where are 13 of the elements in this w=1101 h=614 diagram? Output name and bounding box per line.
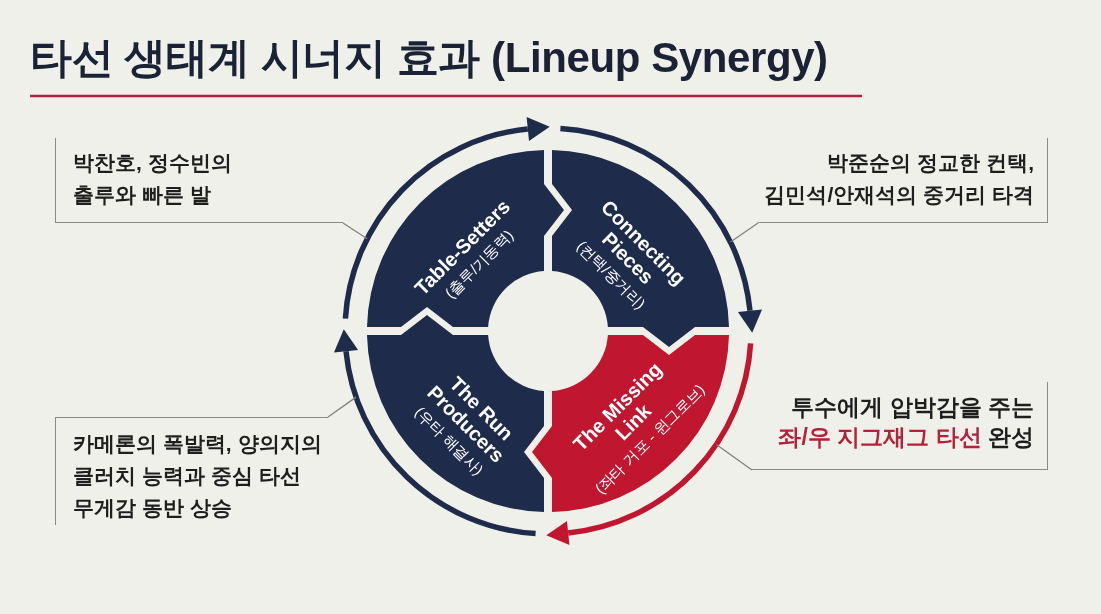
callout-frame	[55, 417, 328, 525]
title: 타선 생태계 시너지 효과 (Lineup Synergy)	[30, 33, 828, 83]
callout-text: 박준순의 정교한 컨택, 김민석/안재석의 중거리 타격	[763, 150, 1034, 208]
leader-line	[715, 443, 753, 471]
callout-frame	[752, 382, 1048, 470]
callout-text: 카메론의 폭발력, 양의지의 클러치 능력과 중심 타선 무게감 동반 상승	[73, 431, 323, 521]
leader-line	[342, 222, 368, 240]
leader-line	[729, 222, 759, 243]
leader-line	[327, 396, 357, 418]
callout-text: 투수에게 압박감을 주는 좌/우 지그재그 타선 완성	[777, 393, 1034, 452]
callout-frame	[758, 138, 1048, 223]
callout-text: 박찬호, 정수빈의 출루와 빠른 발	[73, 150, 233, 208]
callout-frame	[55, 138, 343, 223]
